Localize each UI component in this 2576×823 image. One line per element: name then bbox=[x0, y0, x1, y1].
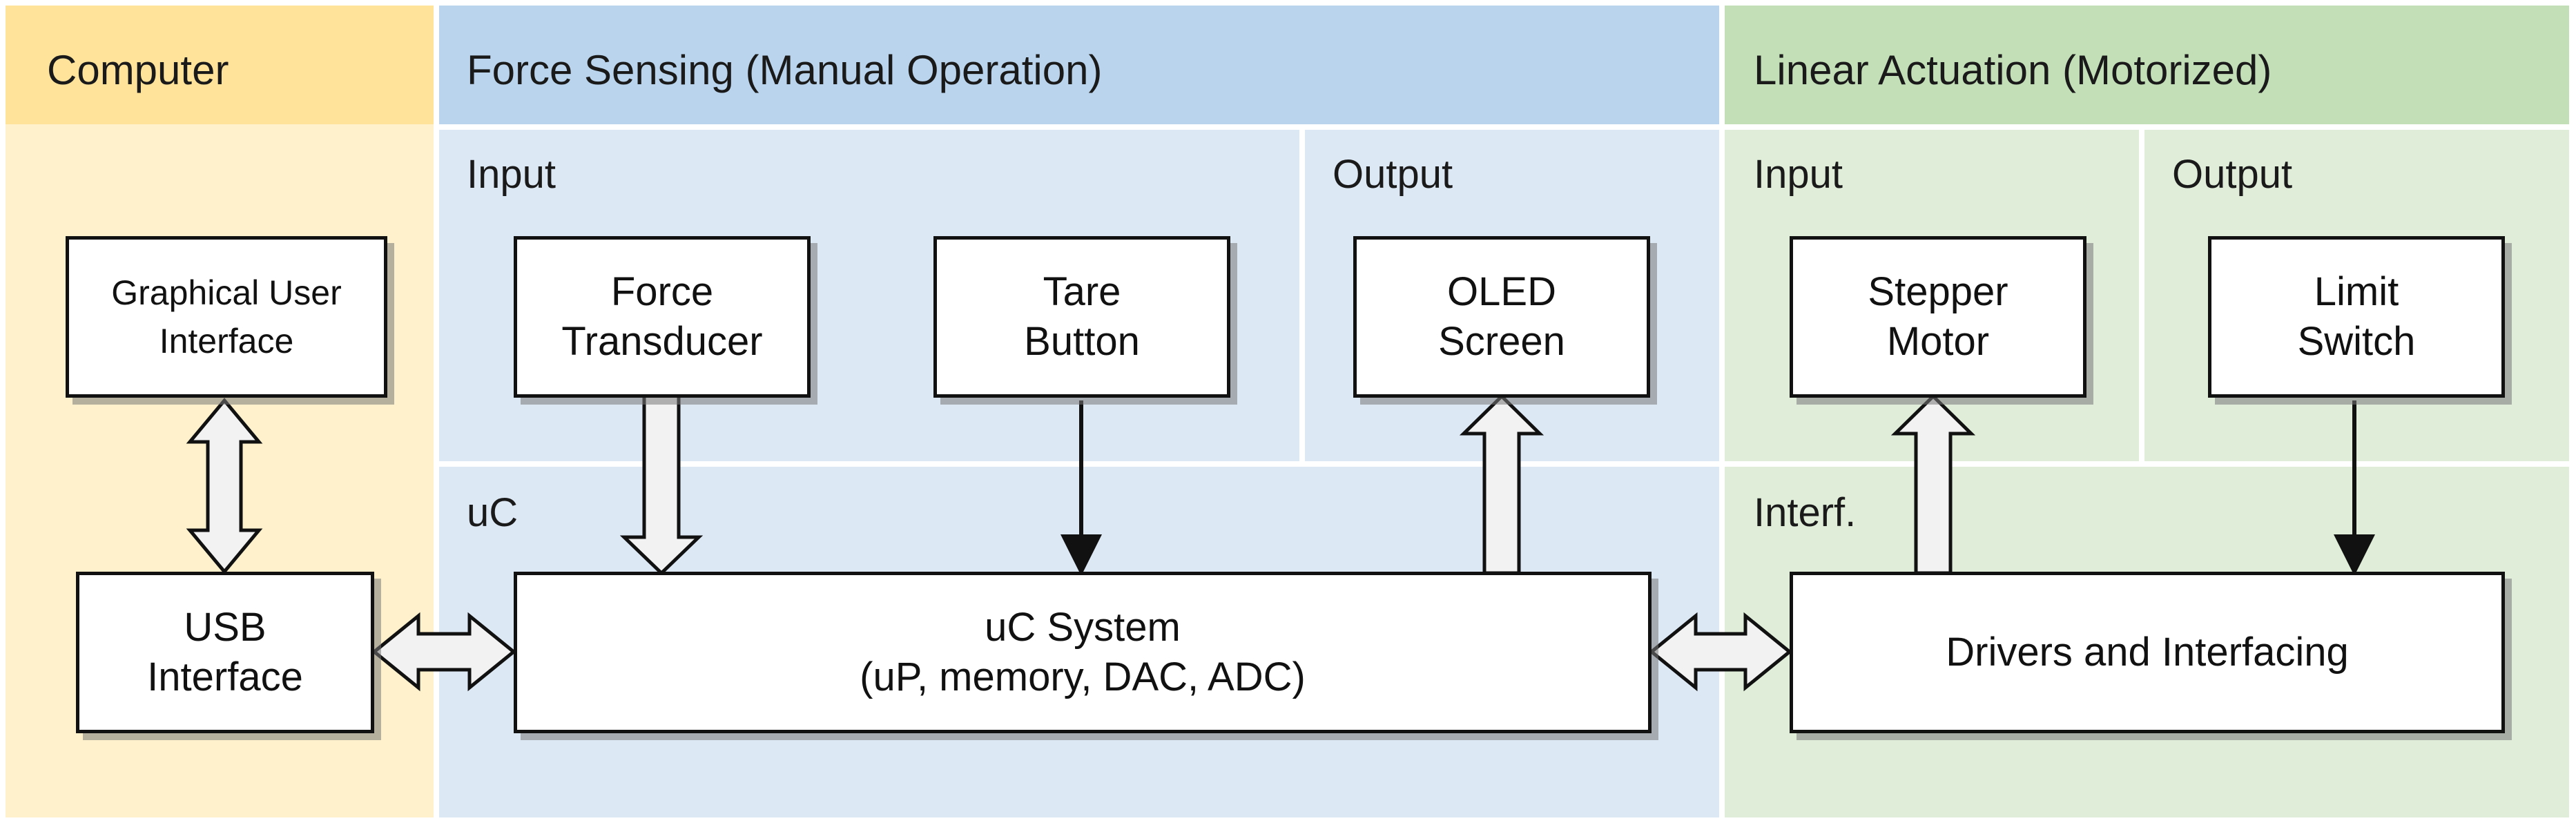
linear-actuation-input-label: Input bbox=[1754, 152, 1843, 197]
drivers-stepper-arrow bbox=[1890, 394, 1976, 575]
tare-button-block: Tare Button bbox=[933, 236, 1230, 398]
force-sensing-header bbox=[439, 6, 1719, 124]
stepper-motor-block-label: Stepper Motor bbox=[1868, 269, 2008, 365]
limit-switch-block-label: Limit Switch bbox=[2297, 269, 2416, 365]
force-transducer-block: Force Transducer bbox=[514, 236, 811, 398]
oled-screen-block-label: OLED Screen bbox=[1438, 269, 1565, 365]
gui-block: Graphical User Interface bbox=[66, 236, 387, 398]
oled-screen-block: OLED Screen bbox=[1353, 236, 1650, 398]
linear-actuation-section-label: Linear Actuation (Motorized) bbox=[1754, 47, 2272, 93]
tare-button-block-label: Tare Button bbox=[1024, 269, 1140, 365]
force-transducer-uc-arrow bbox=[619, 393, 704, 576]
uc-system-block: uC System (uP, memory, DAC, ADC) bbox=[514, 572, 1652, 733]
computer-section-label: Computer bbox=[47, 47, 229, 93]
limit-switch-block: Limit Switch bbox=[2208, 236, 2505, 398]
uc-oled-arrow bbox=[1459, 394, 1544, 575]
force-transducer-block-label: Force Transducer bbox=[561, 269, 763, 365]
usb-interface-block: USB Interface bbox=[76, 572, 374, 733]
force-sensing-section-label: Force Sensing (Manual Operation) bbox=[467, 47, 1103, 93]
gui-block-label: Graphical User Interface bbox=[111, 273, 342, 360]
drivers-interfacing-block-label: Drivers and Interfacing bbox=[1946, 629, 2349, 675]
stepper-motor-block: Stepper Motor bbox=[1790, 236, 2086, 398]
uc-drivers-double-arrow bbox=[1649, 612, 1792, 692]
linear-actuation-output-label: Output bbox=[2172, 152, 2293, 197]
force-sensing-uc-label: uC bbox=[467, 490, 519, 535]
force-sensing-output-label: Output bbox=[1333, 152, 1453, 197]
drivers-interfacing-block: Drivers and Interfacing bbox=[1790, 572, 2505, 733]
linear-actuation-header bbox=[1725, 6, 2569, 124]
gui-usb-double-arrow bbox=[186, 398, 263, 574]
computer-header bbox=[6, 6, 434, 124]
linear-actuation-interf-label: Interf. bbox=[1754, 490, 1857, 535]
usb-interface-block-label: USB Interface bbox=[147, 604, 303, 700]
uc-system-block-label: uC System (uP, memory, DAC, ADC) bbox=[860, 604, 1306, 700]
force-sensing-input-label: Input bbox=[467, 152, 556, 197]
usb-uc-double-arrow bbox=[371, 612, 516, 692]
